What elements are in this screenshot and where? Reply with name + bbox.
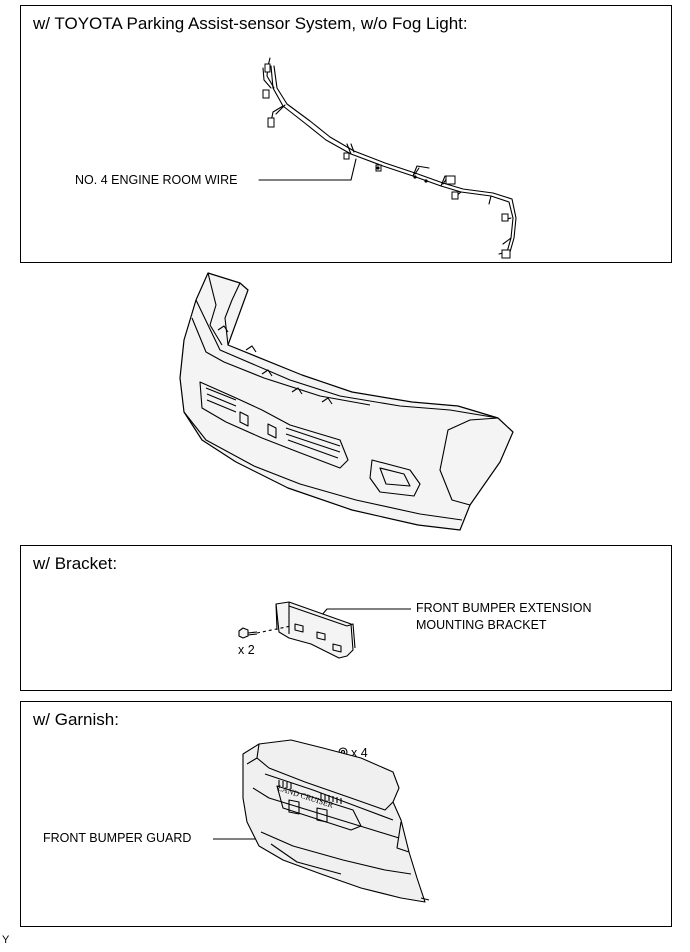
bumper-guard-label: FRONT BUMPER GUARD	[43, 831, 192, 845]
figure-code: Y	[2, 934, 10, 946]
bracket-panel: w/ Bracket: FRONT BUMPER EXTENSION MOUNT…	[20, 545, 672, 691]
garnish-panel: w/ Garnish: FRONT BUMPER GUARD x 4	[20, 701, 672, 927]
bumper-guard-illustration: LAND CRUISER	[213, 739, 430, 903]
engine-room-wire-illustration	[258, 57, 517, 259]
wire-panel-title: w/ TOYOTA Parking Assist-sensor System, …	[33, 14, 468, 33]
front-bumper-illustration	[179, 272, 514, 531]
bracket-bolt-quantity: x 2	[238, 643, 255, 657]
bracket-label: FRONT BUMPER EXTENSION MOUNTING BRACKET	[416, 600, 591, 634]
engine-room-wire-label: NO. 4 ENGINE ROOM WIRE	[75, 173, 238, 187]
garnish-panel-title: w/ Garnish:	[33, 710, 119, 729]
bracket-label-line1: FRONT BUMPER EXTENSION	[416, 601, 592, 615]
wire-panel: w/ TOYOTA Parking Assist-sensor System, …	[20, 5, 672, 263]
bracket-illustration	[238, 601, 411, 659]
bracket-label-line2: MOUNTING BRACKET	[416, 618, 547, 632]
bracket-panel-title: w/ Bracket:	[33, 554, 118, 573]
